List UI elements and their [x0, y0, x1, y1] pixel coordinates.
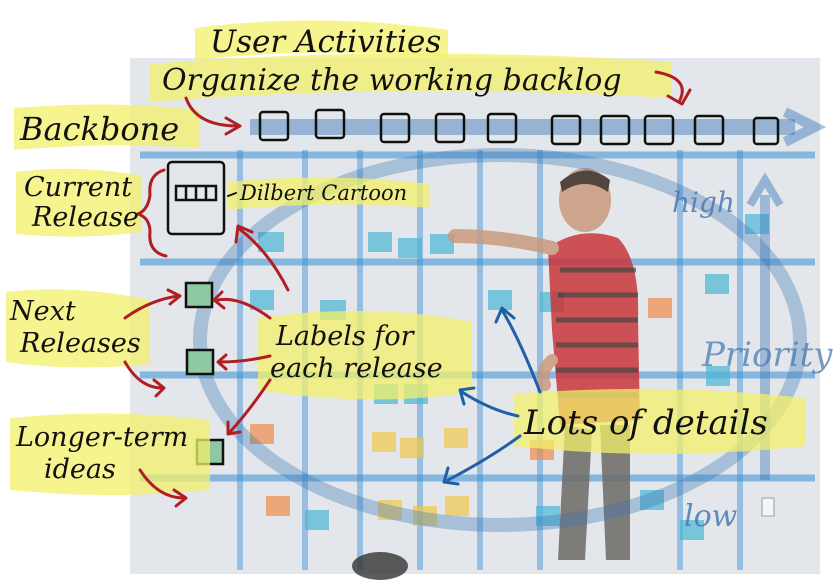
next-releases-label: Next Releases: [9, 296, 141, 359]
current-release-label: Current Release: [24, 172, 141, 233]
backbone-label: Backbone: [19, 110, 179, 148]
longer-term-ideas-label: Longer-term ideas: [15, 422, 197, 485]
highlights: [6, 20, 806, 495]
priority-low-label: low: [684, 499, 738, 534]
dilbert-cartoon-label: Dilbert Cartoon: [239, 181, 407, 205]
priority-high-label: high: [672, 186, 735, 219]
dilbert-cartoon-sketch: [166, 160, 226, 236]
organize-backlog-label: Organize the working backlog: [162, 63, 622, 98]
priority-label: Priority: [701, 335, 833, 375]
user-activities-label: User Activities: [210, 24, 441, 60]
red-annotation-arrows: [123, 70, 692, 508]
annotation-labels: User Activities Organize the working bac…: [9, 24, 833, 534]
lots-of-details-label: Lots of details: [523, 403, 768, 443]
backbone-arrow: [250, 107, 827, 147]
presenter-figure: [448, 168, 640, 560]
labels-for-release-label: Labels for each release: [270, 321, 443, 384]
blue-annotation-arrows: [442, 306, 542, 486]
backbone-cards: [258, 108, 780, 146]
